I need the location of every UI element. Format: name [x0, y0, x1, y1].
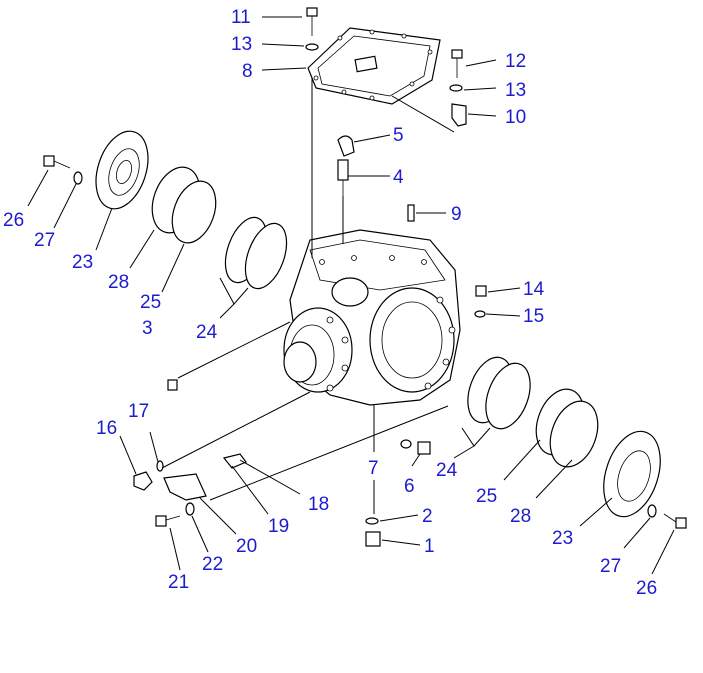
callout-23: 23 [552, 528, 573, 549]
washer-22 [185, 502, 195, 516]
top-bolt-11 [305, 7, 319, 51]
right-o-ring-28 [549, 400, 599, 468]
callout-21: 21 [168, 572, 189, 593]
callout-7: 7 [368, 458, 379, 479]
callout-26: 26 [3, 210, 24, 231]
callout-25: 25 [476, 486, 497, 507]
drain-plug-3 [167, 379, 178, 391]
callout-11: 11 [231, 7, 251, 28]
callout-22: 22 [202, 554, 223, 575]
axle-housing [283, 229, 461, 406]
callout-19: 19 [268, 516, 289, 537]
callout-1: 1 [424, 536, 435, 557]
left-bolt-26 [43, 155, 71, 169]
callout-12: 12 [505, 51, 526, 72]
callout-18: 18 [308, 494, 329, 515]
leader-lines [27, 16, 675, 575]
callout-16: 16 [96, 418, 117, 439]
right-bolt-26 [663, 513, 687, 529]
callout-6: 6 [404, 476, 415, 497]
callout-25: 25 [140, 292, 161, 313]
callout-4: 4 [393, 167, 404, 188]
left-shims-24 [224, 216, 288, 290]
callout-13: 13 [231, 34, 252, 55]
callout-28: 28 [108, 272, 129, 293]
callout-28: 28 [510, 506, 531, 527]
callout-10: 10 [505, 107, 526, 128]
plug-6 [417, 441, 431, 455]
callout-2: 2 [422, 506, 433, 527]
callout-14: 14 [523, 279, 545, 300]
fitting-elbow-5 [337, 135, 355, 157]
bolt-21 [155, 515, 181, 527]
callout-3: 3 [142, 318, 153, 339]
callout-13: 13 [505, 80, 526, 101]
seal-7 [400, 439, 412, 449]
washer-2 [365, 517, 379, 525]
pin-9 [407, 204, 415, 222]
washer-17 [156, 460, 164, 472]
bolt-14 [475, 285, 487, 297]
callout-26: 26 [636, 578, 657, 599]
bolt-16 [133, 471, 153, 491]
right-end-cover-23 [603, 430, 661, 518]
left-washer-27 [73, 171, 83, 185]
right-washer-27 [647, 504, 657, 518]
breather-4 [337, 159, 349, 196]
clip-19 [222, 453, 247, 469]
callout-5: 5 [393, 125, 404, 146]
left-end-cover-23 [95, 130, 149, 210]
callout-27: 27 [600, 556, 621, 577]
callout-24: 24 [436, 460, 458, 481]
bolt-12-assembly [449, 49, 467, 127]
callout-15: 15 [523, 306, 544, 327]
callout-8: 8 [242, 61, 253, 82]
callout-20: 20 [236, 536, 257, 557]
callout-labels: 11 13 8 12 13 10 5 4 9 26 27 23 28 25 24… [3, 7, 657, 599]
washer-15 [474, 310, 486, 318]
callout-23: 23 [72, 252, 93, 273]
left-o-ring-25 [171, 180, 217, 244]
right-shims-24 [467, 356, 531, 430]
callout-17: 17 [128, 401, 149, 422]
plug-1 [365, 531, 381, 547]
callout-27: 27 [34, 230, 55, 251]
top-cover-plate [307, 27, 441, 105]
callout-24: 24 [196, 322, 218, 343]
bracket-20 [163, 473, 207, 501]
callout-9: 9 [451, 204, 462, 225]
